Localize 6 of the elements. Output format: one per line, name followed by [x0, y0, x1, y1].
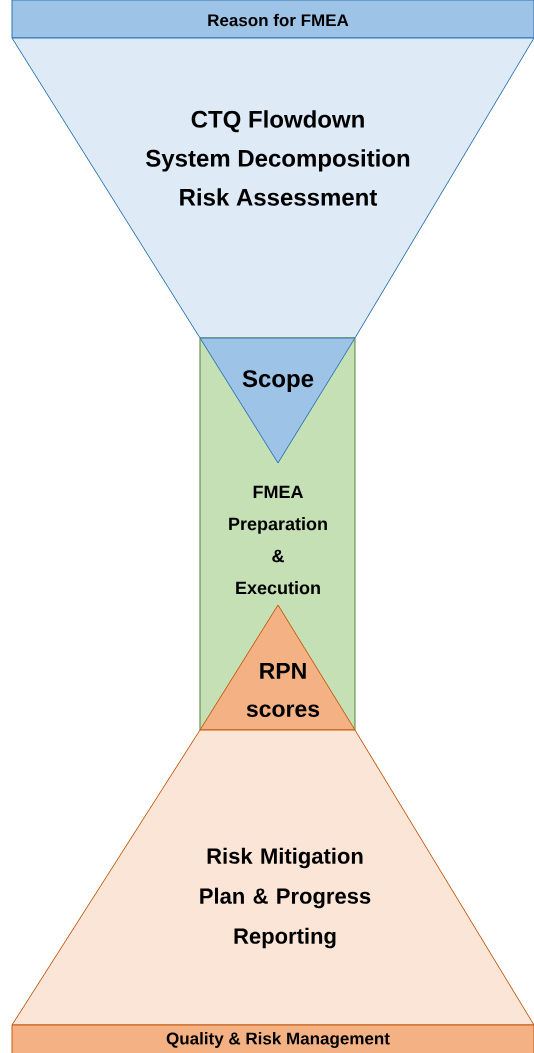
scope-triangle: Scope [200, 338, 355, 464]
funnel-section: CTQ Flowdown System Decomposition Risk Assessment [11, 37, 534, 339]
footer-bar: Quality & Risk Management [11, 1024, 534, 1053]
mitigation-section: Risk Mitigation Plan & Progress Reporting [11, 729, 534, 1026]
header-bar: Reason for FMEA [11, 0, 534, 39]
score-triangle: RPN scores [200, 604, 355, 730]
